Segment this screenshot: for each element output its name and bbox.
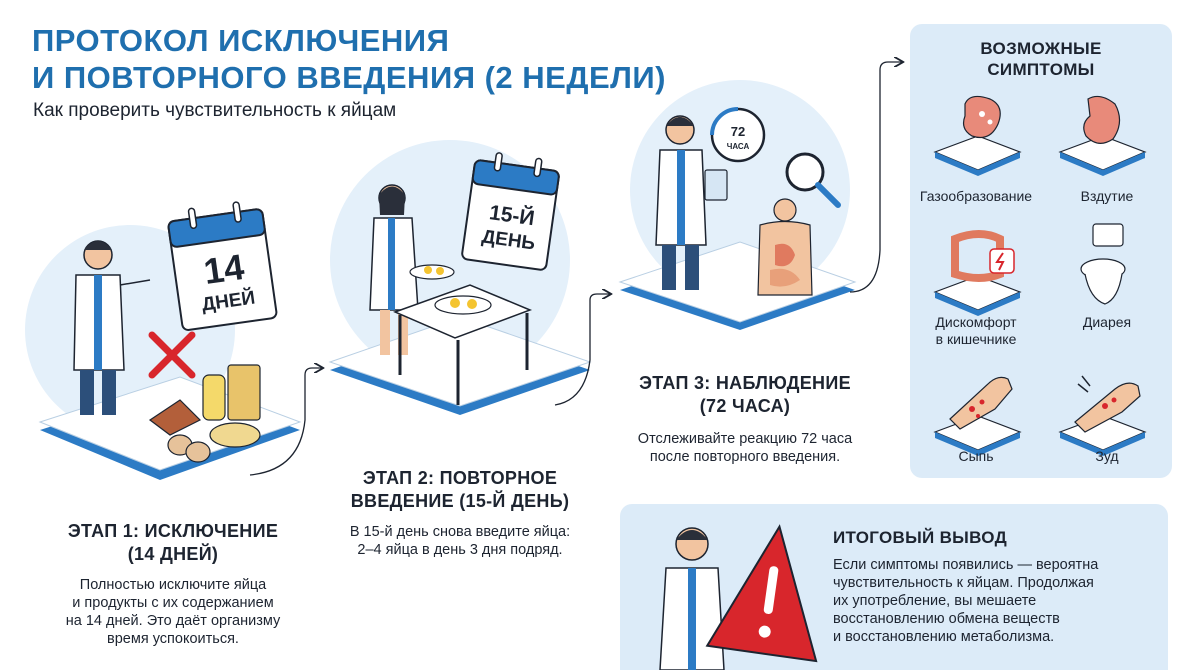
title-line-1: ПРОТОКОЛ ИСКЛЮЧЕНИЯ — [32, 23, 450, 58]
stage1-doctor-figure — [73, 240, 151, 415]
stage1-calendar-icon — [167, 201, 278, 331]
symptom-label-itch: Зуд — [1095, 448, 1119, 464]
stage3-doctor-figure — [655, 115, 728, 290]
clock-72-hours-icon — [710, 107, 766, 163]
stage1-desc-line: Полностью исключите яйца — [79, 577, 267, 593]
page-subtitle: Как проверить чувствительность к яйцам — [33, 100, 397, 121]
stage1-desc-line: и продукты с их содержанием — [72, 595, 274, 611]
arrow-stage3-to-symptoms — [849, 62, 902, 293]
stage3-title: ЭТАП 3: НАБЛЮДЕНИЕ (72 ЧАСА) — [600, 372, 890, 418]
digestive-body-icon — [757, 198, 813, 296]
stage1-title-line1: ЭТАП 1: ИСКЛЮЧЕНИЕ — [67, 521, 279, 541]
stage1-description: Полностью исключите яйца и продукты с их… — [28, 576, 318, 648]
symptoms-title: ВОЗМОЖНЫЕ СИМПТОМЫ — [910, 38, 1172, 80]
title-line-2: И ПОВТОРНОГО ВВЕДЕНИЯ (2 НЕДЕЛИ) — [32, 60, 666, 95]
toilet-icon — [1080, 223, 1126, 305]
stage2-doctor-figure — [369, 184, 455, 355]
symptom-label-gas: Газообразование — [919, 188, 1033, 204]
stage2-text: ЭТАП 2: ПОВТОРНОЕ ВВЕДЕНИЕ (15-Й ДЕНЬ) В… — [315, 467, 605, 559]
page-title: ПРОТОКОЛ ИСКЛЮЧЕНИЯ И ПОВТОРНОГО ВВЕДЕНИ… — [32, 22, 666, 96]
symptom-label-discomfort: Дискомфорт в кишечнике — [910, 314, 1042, 348]
summary-text: Если симптомы появились — вероятна чувст… — [833, 556, 1153, 646]
stage1-title-line2: (14 ДНЕЙ) — [127, 544, 219, 564]
stage1-calendar-number: 14 — [201, 246, 246, 292]
gas-stomach-icon — [933, 95, 1022, 176]
symptoms-panel: ВОЗМОЖНЫЕ СИМПТОМЫ — [910, 24, 1172, 478]
stage3-title-line2: (72 ЧАСА) — [699, 396, 791, 416]
symptom-label-discomfort-line1: Дискомфорт — [935, 314, 1017, 330]
stage2-title: ЭТАП 2: ПОВТОРНОЕ ВВЕДЕНИЕ (15-Й ДЕНЬ) — [315, 467, 605, 513]
stage3-desc-line: после повторного введения. — [649, 449, 841, 465]
summary-line: их употребление, вы мешаете — [833, 593, 1037, 609]
summary-doctor-figure — [659, 527, 725, 670]
stage1-title: ЭТАП 1: ИСКЛЮЧЕНИЕ (14 ДНЕЙ) — [28, 520, 318, 566]
stage3-description: Отслеживайте реакцию 72 часа после повто… — [600, 430, 890, 466]
stage1-text: ЭТАП 1: ИСКЛЮЧЕНИЕ (14 ДНЕЙ) Полностью и… — [28, 520, 318, 648]
clock-word: ЧАСА — [727, 142, 750, 151]
symptoms-title-line1: ВОЗМОЖНЫЕ — [980, 39, 1102, 58]
egg-products-icon — [148, 364, 261, 463]
magnifier-icon — [785, 152, 841, 208]
summary-line: восстановлению обмена веществ — [833, 611, 1060, 627]
stage2-title-line1: ЭТАП 2: ПОВТОРНОЕ — [362, 468, 558, 488]
stage2-description: В 15-й день снова введите яйца: 2–4 яйца… — [315, 523, 605, 559]
stage3-text: ЭТАП 3: НАБЛЮДЕНИЕ (72 ЧАСА) Отслеживайт… — [600, 372, 890, 466]
bloated-stomach-icon — [1058, 95, 1147, 176]
rash-arm-icon — [933, 376, 1022, 456]
stage2-desc-line: 2–4 яйца в день 3 дня подряд. — [357, 542, 563, 558]
symptom-label-rash: Сыпь — [958, 448, 994, 464]
arrow-stage2-to-stage3 — [554, 294, 610, 406]
clock-number: 72 — [731, 124, 745, 139]
arrow-stage1-to-stage2 — [249, 368, 322, 476]
stage3-title-line1: ЭТАП 3: НАБЛЮДЕНИЕ — [639, 373, 851, 393]
symptom-icons — [933, 95, 1147, 456]
symptom-label-bloating: Вздутие — [1080, 188, 1134, 204]
stage1-desc-line: на 14 дней. Это даёт организму — [65, 613, 281, 629]
stage2-title-line2: ВВЕДЕНИЕ (15-Й ДЕНЬ) — [350, 491, 570, 511]
stages-illustration: 14 ДНЕЙ 15-Й ДЕНЬ — [25, 0, 910, 480]
stage3-desc-line: Отслеживайте реакцию 72 часа — [637, 431, 853, 447]
summary-line: и восстановлению метаболизма. — [833, 629, 1055, 645]
summary-panel: ИТОГОВЫЙ ВЫВОД Если симптомы появились —… — [620, 504, 1168, 670]
symptom-label-discomfort-line2: в кишечнике — [935, 331, 1017, 347]
intestine-discomfort-icon — [933, 230, 1022, 316]
stage2-desc-line: В 15-й день снова введите яйца: — [349, 524, 571, 540]
summary-illustration — [659, 524, 818, 670]
itch-arm-icon — [1058, 375, 1147, 456]
summary-title: ИТОГОВЫЙ ВЫВОД — [833, 528, 1007, 547]
summary-line: чувствительность к яйцам. Продолжая — [833, 575, 1094, 591]
table-with-eggs-icon — [392, 284, 533, 405]
symptoms-title-line2: СИМПТОМЫ — [987, 60, 1095, 79]
symptom-label-diarrhea: Диарея — [1082, 314, 1132, 330]
stage2-calendar-icon — [461, 152, 560, 271]
summary-line: Если симптомы появились — вероятна — [833, 557, 1099, 573]
warning-triangle-icon — [705, 524, 818, 663]
excluded-food-cross-icon — [148, 331, 196, 379]
stage1-desc-line: время успокоиться. — [107, 631, 239, 647]
